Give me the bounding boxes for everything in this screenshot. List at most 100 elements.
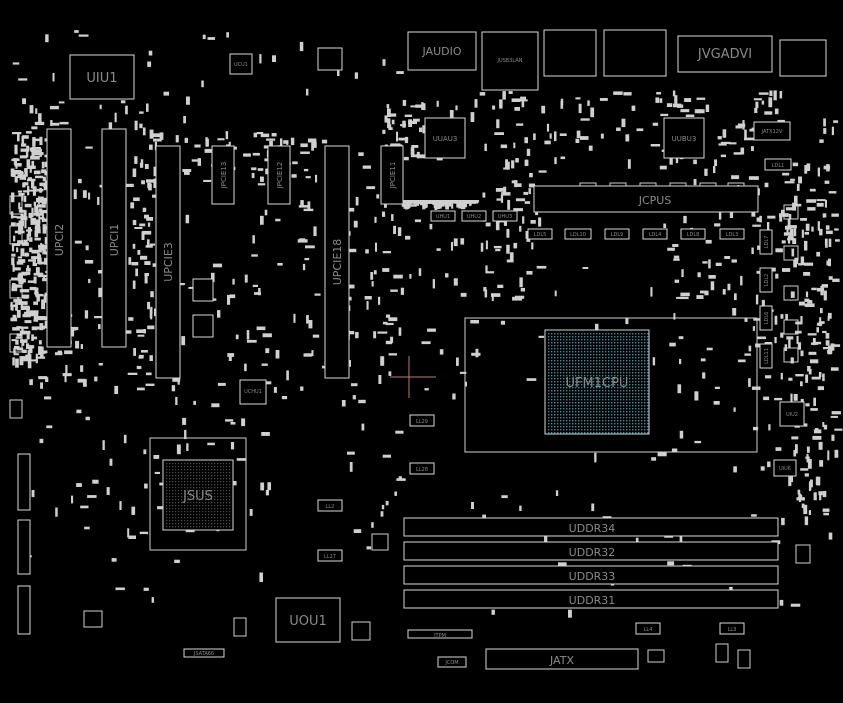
uhu-chips: UHU1 UHU2 UHU3 xyxy=(430,210,518,222)
uhu2-label: UHU2 xyxy=(467,214,481,220)
jsata-label: JSATA66 xyxy=(193,651,214,657)
uiu2-label: UIU2 xyxy=(786,412,798,418)
jpcie11-slot: JPCIE11 xyxy=(380,145,404,205)
upci2-slot: UPCI2 xyxy=(46,128,72,348)
jatx-connector xyxy=(485,648,639,670)
small-ic-top xyxy=(317,47,343,71)
uiu6-label: UIU6 xyxy=(779,466,791,472)
left-header-a xyxy=(17,519,31,575)
jpcie11-label: JPCIE11 xyxy=(389,162,397,190)
chipset-pins xyxy=(166,463,231,528)
uchu1-label: UCHU1 xyxy=(244,389,262,395)
uiu1-label: UIU1 xyxy=(86,71,117,86)
cpu-socket-outline xyxy=(464,317,758,453)
chipset-outline xyxy=(149,437,247,551)
ufm1cpu-label: UFM1CPU xyxy=(566,376,629,391)
ldl4-label: LDL4 xyxy=(649,232,662,238)
uddr33-label: UDDR33 xyxy=(569,570,616,583)
jvgadvi-label: JVGADVI xyxy=(697,47,752,62)
ddr-slots: UDDR34 UDDR32 UDDR33 UDDR31 xyxy=(403,517,779,609)
upcie3-slot: UPCIE3 xyxy=(155,145,181,379)
jtpm-label: JTPM xyxy=(433,633,446,639)
ps2-connector xyxy=(779,39,827,77)
jcom-header xyxy=(437,656,467,668)
uddr32-slot xyxy=(403,541,779,561)
jpcie12-label: JPCIE12 xyxy=(276,162,284,190)
uddr34-slot xyxy=(403,517,779,537)
uddr34-label: UDDR34 xyxy=(569,522,616,535)
jusb3lan-connector xyxy=(481,31,539,91)
origin-crosshair xyxy=(390,356,436,398)
jpcie13-slot: JPCIE13 xyxy=(211,145,235,205)
uou1-label: UOU1 xyxy=(289,614,327,629)
jpcie13-label: JPCIE13 xyxy=(220,162,228,190)
jtpm-header xyxy=(407,629,473,639)
ll28-label: LL28 xyxy=(416,467,428,473)
uubu3-chip xyxy=(663,117,705,159)
upcie18-label: UPCIE18 xyxy=(331,239,344,286)
ll4-label: LL4 xyxy=(644,627,653,633)
jaudio-connector xyxy=(407,31,477,71)
uddr33-slot xyxy=(403,565,779,585)
ll3-inductor xyxy=(719,622,745,635)
uuau3-chip xyxy=(424,117,466,159)
uddr32-label: UDDR32 xyxy=(569,546,616,559)
usb-connector-a xyxy=(543,29,597,77)
ll4-inductor xyxy=(635,622,661,635)
mosfet-b xyxy=(192,314,214,338)
jaudio-label: JAUDIO xyxy=(422,45,462,58)
uddr31-label: UDDR31 xyxy=(569,594,616,607)
ldl-row: LDL5 LDL10 LDL9 LDL4 LDL8 LDL3 xyxy=(527,228,745,240)
uiu6-chip xyxy=(773,459,797,477)
jvgadvi-connector xyxy=(677,35,773,73)
ldl9-label: LDL9 xyxy=(611,232,624,238)
ldl1-label: LDL1 xyxy=(772,163,785,169)
jatx12v-connector xyxy=(753,121,791,141)
ldl6-label: LDL6 xyxy=(764,312,770,325)
upci2-label: UPCI2 xyxy=(53,224,66,257)
ucu1-label: UCU1 xyxy=(234,62,248,68)
uhu3-label: UHU3 xyxy=(498,214,512,220)
ldl1-inductor xyxy=(764,158,792,171)
ldl5-label: LDL5 xyxy=(534,232,547,238)
jcpus-socket-row xyxy=(533,185,759,213)
upci1-label: UPCI1 xyxy=(108,224,121,257)
usb-connector-b xyxy=(603,29,667,77)
mosfet-a xyxy=(192,278,214,302)
ll2-label: LL2 xyxy=(326,504,335,510)
ldl7-label: LDL7 xyxy=(764,236,770,249)
chipset-chip xyxy=(162,459,234,531)
uddr31-slot xyxy=(403,589,779,609)
left-header-b xyxy=(17,585,31,635)
jsata-header xyxy=(183,648,225,658)
jpcie12-slot: JPCIE12 xyxy=(267,145,291,205)
ll27-inductor xyxy=(317,549,343,562)
ldl2-label: LDL2 xyxy=(764,274,770,287)
ll27-label: LL27 xyxy=(324,554,336,560)
upcie3-label: UPCIE3 xyxy=(162,242,175,282)
jsus-label: JSUS xyxy=(182,489,213,504)
ll28-inductor xyxy=(409,462,435,475)
ldl10-label: LDL10 xyxy=(570,232,586,238)
uou1-chip xyxy=(275,597,341,643)
jatx-label: JATX xyxy=(549,654,574,667)
ll29-label: LL29 xyxy=(416,419,428,425)
jatx12v-label: JATX12V xyxy=(761,129,783,135)
ll29-inductor xyxy=(409,414,435,427)
ucu1-chip xyxy=(229,53,253,75)
ldl3-label: LDL3 xyxy=(726,232,739,238)
uiu2-chip xyxy=(779,401,805,427)
uchu1-chip xyxy=(239,379,267,405)
upcie18-slot: UPCIE18 xyxy=(324,145,350,379)
jusb3lan-label: JUSB3LAN xyxy=(497,58,523,64)
jcom-label: JCOM xyxy=(444,660,458,666)
uhu1-label: UHU1 xyxy=(436,214,450,220)
upci1-slot: UPCI1 xyxy=(101,128,127,348)
jcpus-label: JCPUS xyxy=(638,194,672,207)
uubu3-label: UUBU3 xyxy=(672,135,697,143)
ldl11-label: LDL11 xyxy=(764,348,770,364)
uuau3-label: UUAU3 xyxy=(433,135,458,143)
ll2-inductor xyxy=(317,499,343,512)
left-header-c xyxy=(17,453,31,511)
